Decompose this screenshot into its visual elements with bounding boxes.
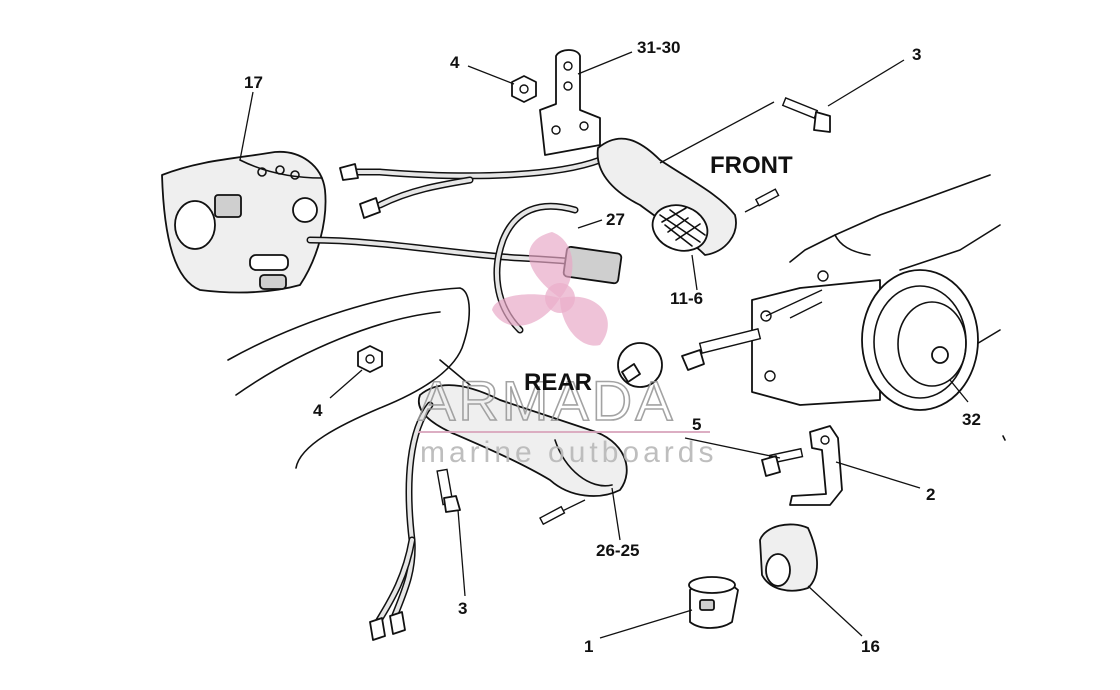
watermark-brand: ARMADA <box>418 369 676 432</box>
callout-32: 32 <box>962 410 981 429</box>
propeller-icon <box>492 232 608 346</box>
cap-16 <box>759 523 818 592</box>
callout-3-bottom: 3 <box>458 599 467 618</box>
horn-bolt <box>681 328 762 371</box>
horn-32 <box>751 269 979 411</box>
bracket-31-30 <box>539 49 601 156</box>
callout-5: 5 <box>692 415 701 434</box>
rear-turn-signal-26-25 <box>417 342 663 526</box>
callout-3-top: 3 <box>912 45 921 64</box>
callout-4-top: 4 <box>450 53 460 72</box>
callout-11-6: 11-6 <box>670 289 703 308</box>
callout-2: 2 <box>926 485 935 504</box>
screw-3-bottom <box>436 468 461 513</box>
nut-4-left <box>357 345 383 373</box>
heading-front: FRONT <box>710 152 793 179</box>
front-turn-signal-11-6 <box>596 137 780 256</box>
frame-body <box>789 174 1006 441</box>
screw-5 <box>761 447 804 477</box>
tank-outline <box>227 287 471 469</box>
leader-lines <box>239 51 969 639</box>
rear-wiring <box>369 401 434 641</box>
callout-4-left: 4 <box>313 401 323 420</box>
grommet-1 <box>688 576 739 629</box>
watermark: ARMADA marine outboards <box>417 232 717 469</box>
heading-rear: REAR <box>524 369 592 396</box>
callout-16: 16 <box>861 637 880 656</box>
bracket-2 <box>789 425 843 506</box>
callout-31-30: 31-30 <box>637 38 680 57</box>
callout-26-25: 26-25 <box>596 541 639 560</box>
callout-1: 1 <box>584 637 593 656</box>
watermark-tagline: marine outboards <box>420 436 717 469</box>
screw-3-top <box>781 97 831 133</box>
callout-27: 27 <box>606 210 625 229</box>
callout-17: 17 <box>244 73 263 92</box>
handlebar-switch-17 <box>161 151 327 294</box>
nut-4-top <box>511 75 537 103</box>
